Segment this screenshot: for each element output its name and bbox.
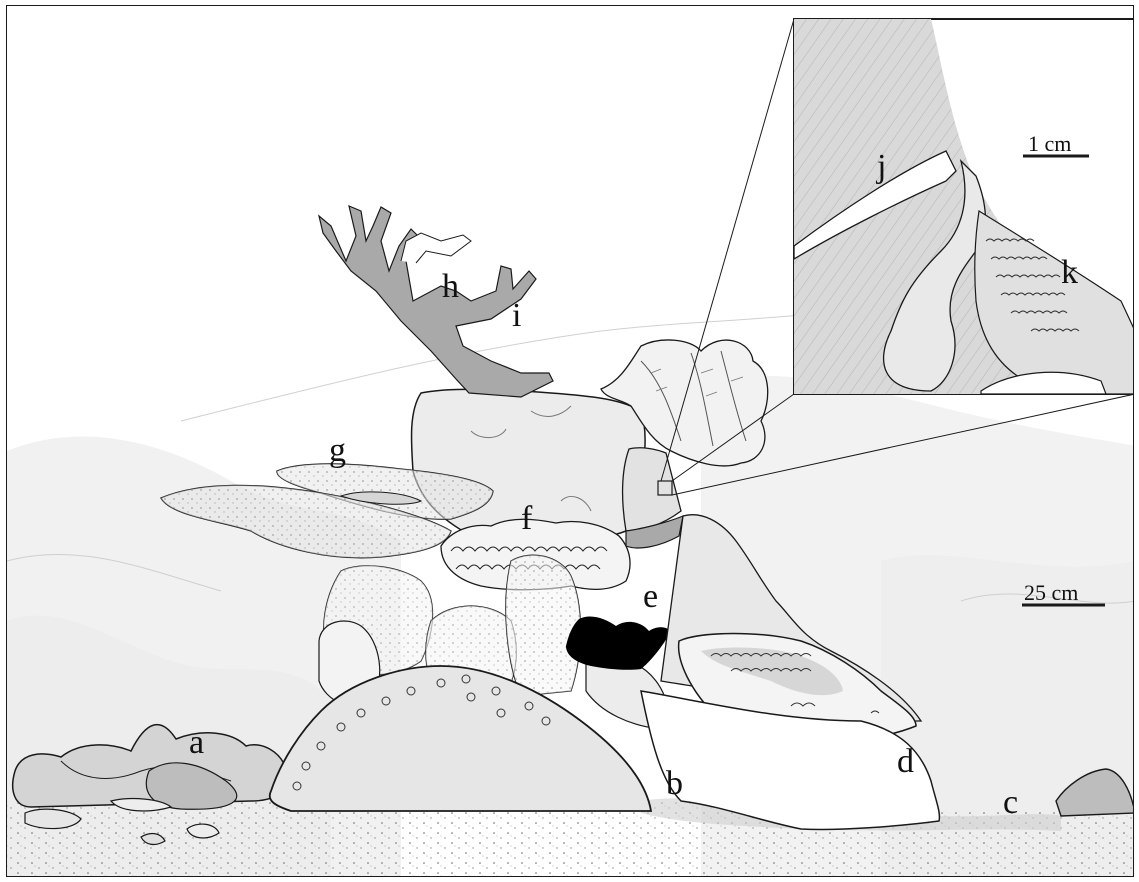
label-b: b xyxy=(666,765,683,802)
label-k: k xyxy=(1061,254,1078,291)
label-f: f xyxy=(521,500,533,537)
label-e: e xyxy=(643,578,658,615)
label-i: i xyxy=(512,297,521,334)
coral-e xyxy=(566,617,671,670)
label-g: g xyxy=(329,432,346,469)
figure-frame: a b c d e f g h i j k 1 cm 25 cm xyxy=(6,5,1134,877)
inset-panel xyxy=(794,19,1134,394)
label-a: a xyxy=(189,724,204,761)
label-d: d xyxy=(897,743,914,780)
main-scale-label: 25 cm xyxy=(1024,580,1078,605)
label-j: j xyxy=(876,148,886,185)
reef-diagram: a b c d e f g h i j k 1 cm 25 cm xyxy=(7,6,1134,877)
coral-column xyxy=(623,448,683,548)
label-h: h xyxy=(442,268,459,305)
inset-scale-label: 1 cm xyxy=(1028,131,1071,156)
label-c: c xyxy=(1003,784,1018,821)
